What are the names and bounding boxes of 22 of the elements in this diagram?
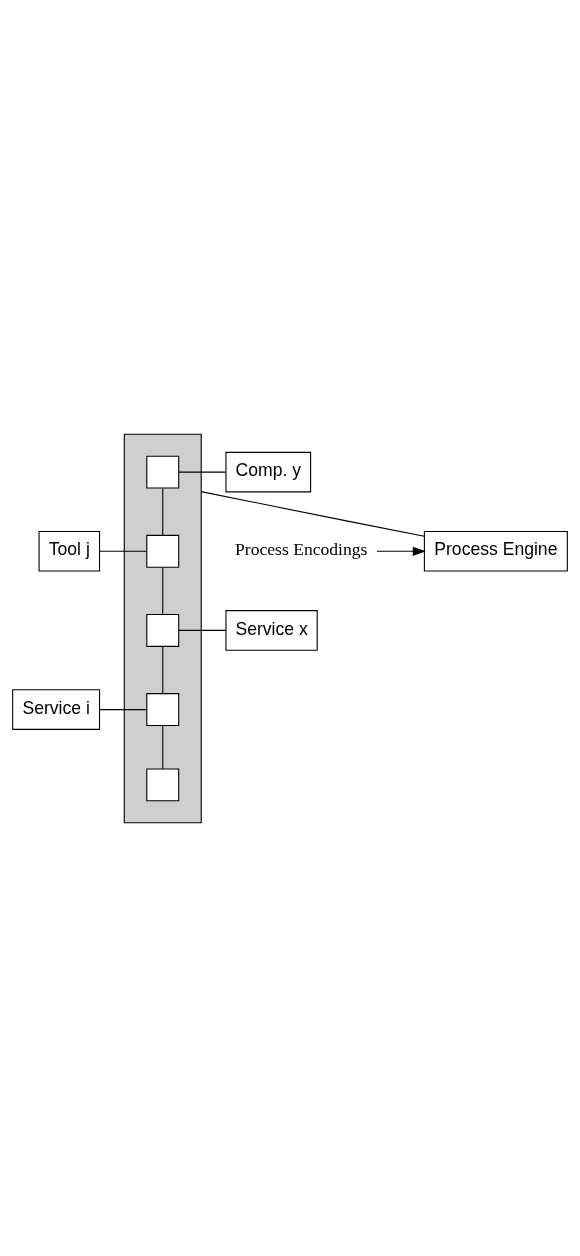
connector xyxy=(99,708,148,710)
connector xyxy=(200,490,425,537)
node-box xyxy=(146,692,180,726)
node-text: Process Encodings xyxy=(235,538,368,559)
node-box xyxy=(146,455,180,489)
node-box: Service x xyxy=(225,609,318,651)
node-box: Tool j xyxy=(38,530,101,572)
connector xyxy=(162,566,164,615)
node-box xyxy=(146,534,180,568)
node-box xyxy=(146,767,180,801)
node-box xyxy=(146,613,180,647)
connector xyxy=(162,645,164,694)
connector xyxy=(162,724,164,769)
connector xyxy=(178,629,227,631)
node-box: Process Engine xyxy=(423,530,568,572)
connector xyxy=(178,471,227,473)
node-box: Service i xyxy=(12,688,101,730)
cluster xyxy=(123,433,202,823)
node-box: Comp. y xyxy=(225,451,312,492)
connector xyxy=(162,487,164,535)
arrow xyxy=(376,546,426,556)
connector xyxy=(99,550,147,552)
